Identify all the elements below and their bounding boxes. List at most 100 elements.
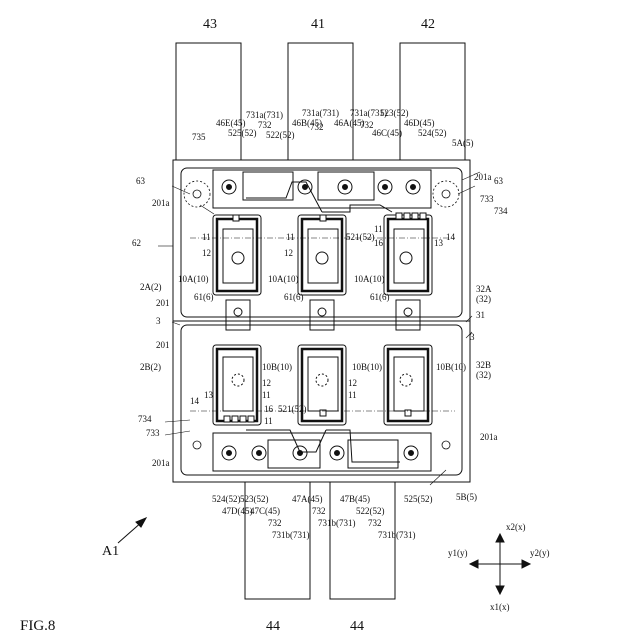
svg-text:5B(5): 5B(5): [456, 492, 477, 502]
svg-text:734: 734: [138, 414, 152, 424]
svg-text:3: 3: [470, 332, 475, 342]
svg-text:11: 11: [374, 224, 383, 234]
svg-text:10B(10): 10B(10): [262, 362, 292, 372]
svg-text:12: 12: [348, 378, 357, 388]
hole-63-left: [184, 181, 210, 207]
svg-text:523(52): 523(52): [240, 494, 269, 504]
bus-block-upper: [213, 170, 431, 208]
figure-title: FIG.8: [20, 618, 55, 634]
svg-text:61(6): 61(6): [284, 292, 304, 302]
svg-text:31: 31: [476, 310, 485, 320]
hole-201a-ll: [193, 441, 201, 449]
top-terminals: [176, 43, 465, 160]
hole-201a-ur: [442, 190, 450, 198]
svg-text:47A(45): 47A(45): [292, 494, 323, 504]
hole-201a-ul: [193, 190, 201, 198]
svg-text:63: 63: [136, 176, 146, 186]
svg-text:731b(731): 731b(731): [378, 530, 416, 540]
svg-text:201: 201: [156, 340, 170, 350]
assembly-label: A1: [102, 544, 119, 559]
svg-text:732: 732: [368, 518, 382, 528]
svg-text:11: 11: [202, 232, 211, 242]
lower-bus-region: [213, 430, 431, 471]
svg-text:11: 11: [264, 416, 273, 426]
svg-text:46C(45): 46C(45): [372, 128, 402, 138]
svg-text:61(6): 61(6): [194, 292, 214, 302]
svg-text:46D(45): 46D(45): [404, 118, 435, 128]
svg-text:2A(2): 2A(2): [140, 282, 162, 292]
svg-text:10B(10): 10B(10): [436, 362, 466, 372]
svg-text:11: 11: [286, 232, 295, 242]
svg-text:13: 13: [204, 390, 214, 400]
svg-text:3: 3: [156, 316, 161, 326]
bus-tab-upper-a: [243, 172, 293, 200]
svg-text:201a: 201a: [480, 432, 498, 442]
terminal-44-right-label: 44: [350, 619, 364, 634]
svg-text:732: 732: [312, 506, 326, 516]
svg-text:2B(2): 2B(2): [140, 362, 161, 372]
svg-text:32A: 32A: [476, 284, 492, 294]
axis-x1: x1(x): [490, 602, 510, 612]
svg-text:47D(45): 47D(45): [222, 506, 253, 516]
svg-text:201a: 201a: [152, 458, 170, 468]
svg-text:16: 16: [264, 404, 274, 414]
bus-tab-lower-a: [268, 440, 320, 468]
axis-cross: [470, 534, 530, 594]
svg-text:524(52): 524(52): [418, 128, 447, 138]
mounting-holes: [184, 181, 459, 207]
svg-text:735: 735: [192, 132, 206, 142]
svg-text:10B(10): 10B(10): [352, 362, 382, 372]
svg-text:731a(731): 731a(731): [302, 108, 339, 118]
svg-text:201: 201: [156, 298, 170, 308]
hole-63-right: [433, 181, 459, 207]
bus-tab-lower-b: [348, 440, 398, 468]
hole-201a-lr: [442, 441, 450, 449]
svg-text:525(52): 525(52): [404, 494, 433, 504]
svg-text:61(6): 61(6): [370, 292, 390, 302]
svg-text:522(52): 522(52): [266, 130, 295, 140]
svg-text:524(52): 524(52): [212, 494, 241, 504]
svg-text:62: 62: [132, 238, 141, 248]
svg-text:11: 11: [262, 390, 271, 400]
terminal-42-label: 42: [421, 17, 435, 32]
svg-text:10A(10): 10A(10): [354, 274, 385, 284]
axis-y1: y1(y): [448, 548, 468, 558]
svg-text:731b(731): 731b(731): [318, 518, 356, 528]
svg-text:201a: 201a: [474, 172, 492, 182]
svg-text:12: 12: [262, 378, 271, 388]
svg-text:10A(10): 10A(10): [268, 274, 299, 284]
svg-text:(32): (32): [476, 294, 491, 304]
svg-text:201a: 201a: [152, 198, 170, 208]
a1-arrow: [118, 518, 146, 543]
upper-bus-region: [213, 170, 431, 212]
axis-y2: y2(y): [530, 548, 550, 558]
svg-text:525(52): 525(52): [228, 128, 257, 138]
svg-text:14: 14: [446, 232, 456, 242]
svg-text:5A(5): 5A(5): [452, 138, 474, 148]
svg-text:521(52): 521(52): [278, 404, 307, 414]
svg-text:732: 732: [268, 518, 282, 528]
svg-text:12: 12: [284, 248, 293, 258]
svg-text:14: 14: [190, 396, 200, 406]
terminal-43-label: 43: [203, 17, 217, 32]
svg-text:47B(45): 47B(45): [340, 494, 370, 504]
svg-text:63: 63: [494, 176, 504, 186]
svg-text:11: 11: [348, 390, 357, 400]
svg-text:731a(731): 731a(731): [246, 110, 283, 120]
svg-text:46E(45): 46E(45): [216, 118, 246, 128]
svg-text:731b(731): 731b(731): [272, 530, 310, 540]
terminal-41: [288, 43, 353, 160]
terminal-41-label: 41: [311, 17, 325, 32]
axis-x2: x2(x): [506, 522, 526, 532]
svg-text:16: 16: [374, 238, 384, 248]
upper-screws: [222, 180, 420, 194]
terminal-44-left-label: 44: [266, 619, 280, 634]
svg-text:12: 12: [202, 248, 211, 258]
svg-text:733: 733: [480, 194, 494, 204]
svg-text:10A(10): 10A(10): [178, 274, 209, 284]
upper-chips: [213, 215, 432, 295]
svg-text:47C(45): 47C(45): [250, 506, 280, 516]
svg-text:32B: 32B: [476, 360, 491, 370]
lower-labels: 3 2B(2) 201 10B(10) 10B(10) 10B(10) 11 1…: [138, 332, 498, 540]
